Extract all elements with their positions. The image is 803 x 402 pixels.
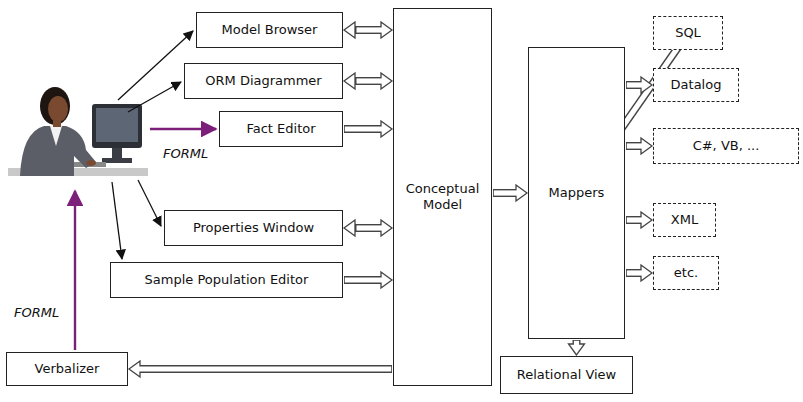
box-label: Relational View <box>517 367 617 383</box>
language-label: FORML <box>14 305 59 320</box>
forml-arrow <box>74 191 76 350</box>
hollow-arrow <box>344 22 392 38</box>
hollow-arrow <box>569 340 585 355</box>
box-label: Conceptual Model <box>400 181 485 214</box>
hollow-arrow <box>626 77 652 93</box>
hollow-arrow <box>129 361 392 377</box>
box-label: C#, VB, ... <box>693 138 760 154</box>
hollow-arrow <box>344 121 392 137</box>
user-arrow <box>138 180 161 226</box>
hollow-arrow <box>344 272 392 288</box>
process-box: ORM Diagrammer <box>184 63 343 99</box>
user-arrow <box>128 82 181 112</box>
box-label: ORM Diagrammer <box>205 73 321 89</box>
output-box: XML <box>653 203 716 237</box>
user-arrow <box>118 31 193 100</box>
forml-arrow <box>150 128 216 130</box>
box-label: XML <box>671 212 698 228</box>
process-box: Properties Window <box>164 210 343 246</box>
box-label: SQL <box>675 25 701 41</box>
process-box: Relational View <box>500 356 633 394</box>
hollow-arrow <box>344 73 392 89</box>
output-box: etc. <box>653 256 719 290</box>
output-box: C#, VB, ... <box>653 128 799 164</box>
output-box: Datalog <box>653 68 739 102</box>
box-label: Sample Population Editor <box>145 272 309 288</box>
hollow-arrow <box>344 220 392 236</box>
process-box: Verbalizer <box>6 352 128 386</box>
hollow-arrow <box>626 212 652 228</box>
process-box: Conceptual Model <box>393 8 492 386</box>
process-box: Fact Editor <box>219 111 343 147</box>
hollow-arrow <box>626 265 652 281</box>
box-label: etc. <box>674 265 698 281</box>
box-label: Properties Window <box>193 220 314 236</box>
process-box: Mappers <box>528 47 625 339</box>
box-label: Model Browser <box>222 22 318 38</box>
hollow-arrow <box>626 138 652 154</box>
process-box: Sample Population Editor <box>110 262 343 298</box>
woman-figure <box>20 87 96 176</box>
language-label: FORML <box>163 146 208 161</box>
box-label: Datalog <box>671 77 722 93</box>
output-box: SQL <box>653 16 723 50</box>
box-label: Fact Editor <box>246 121 315 137</box>
hollow-arrow <box>493 185 527 201</box>
box-label: Verbalizer <box>35 361 100 377</box>
box-label: Mappers <box>549 185 605 201</box>
user-arrow <box>112 182 122 259</box>
process-box: Model Browser <box>196 12 343 48</box>
